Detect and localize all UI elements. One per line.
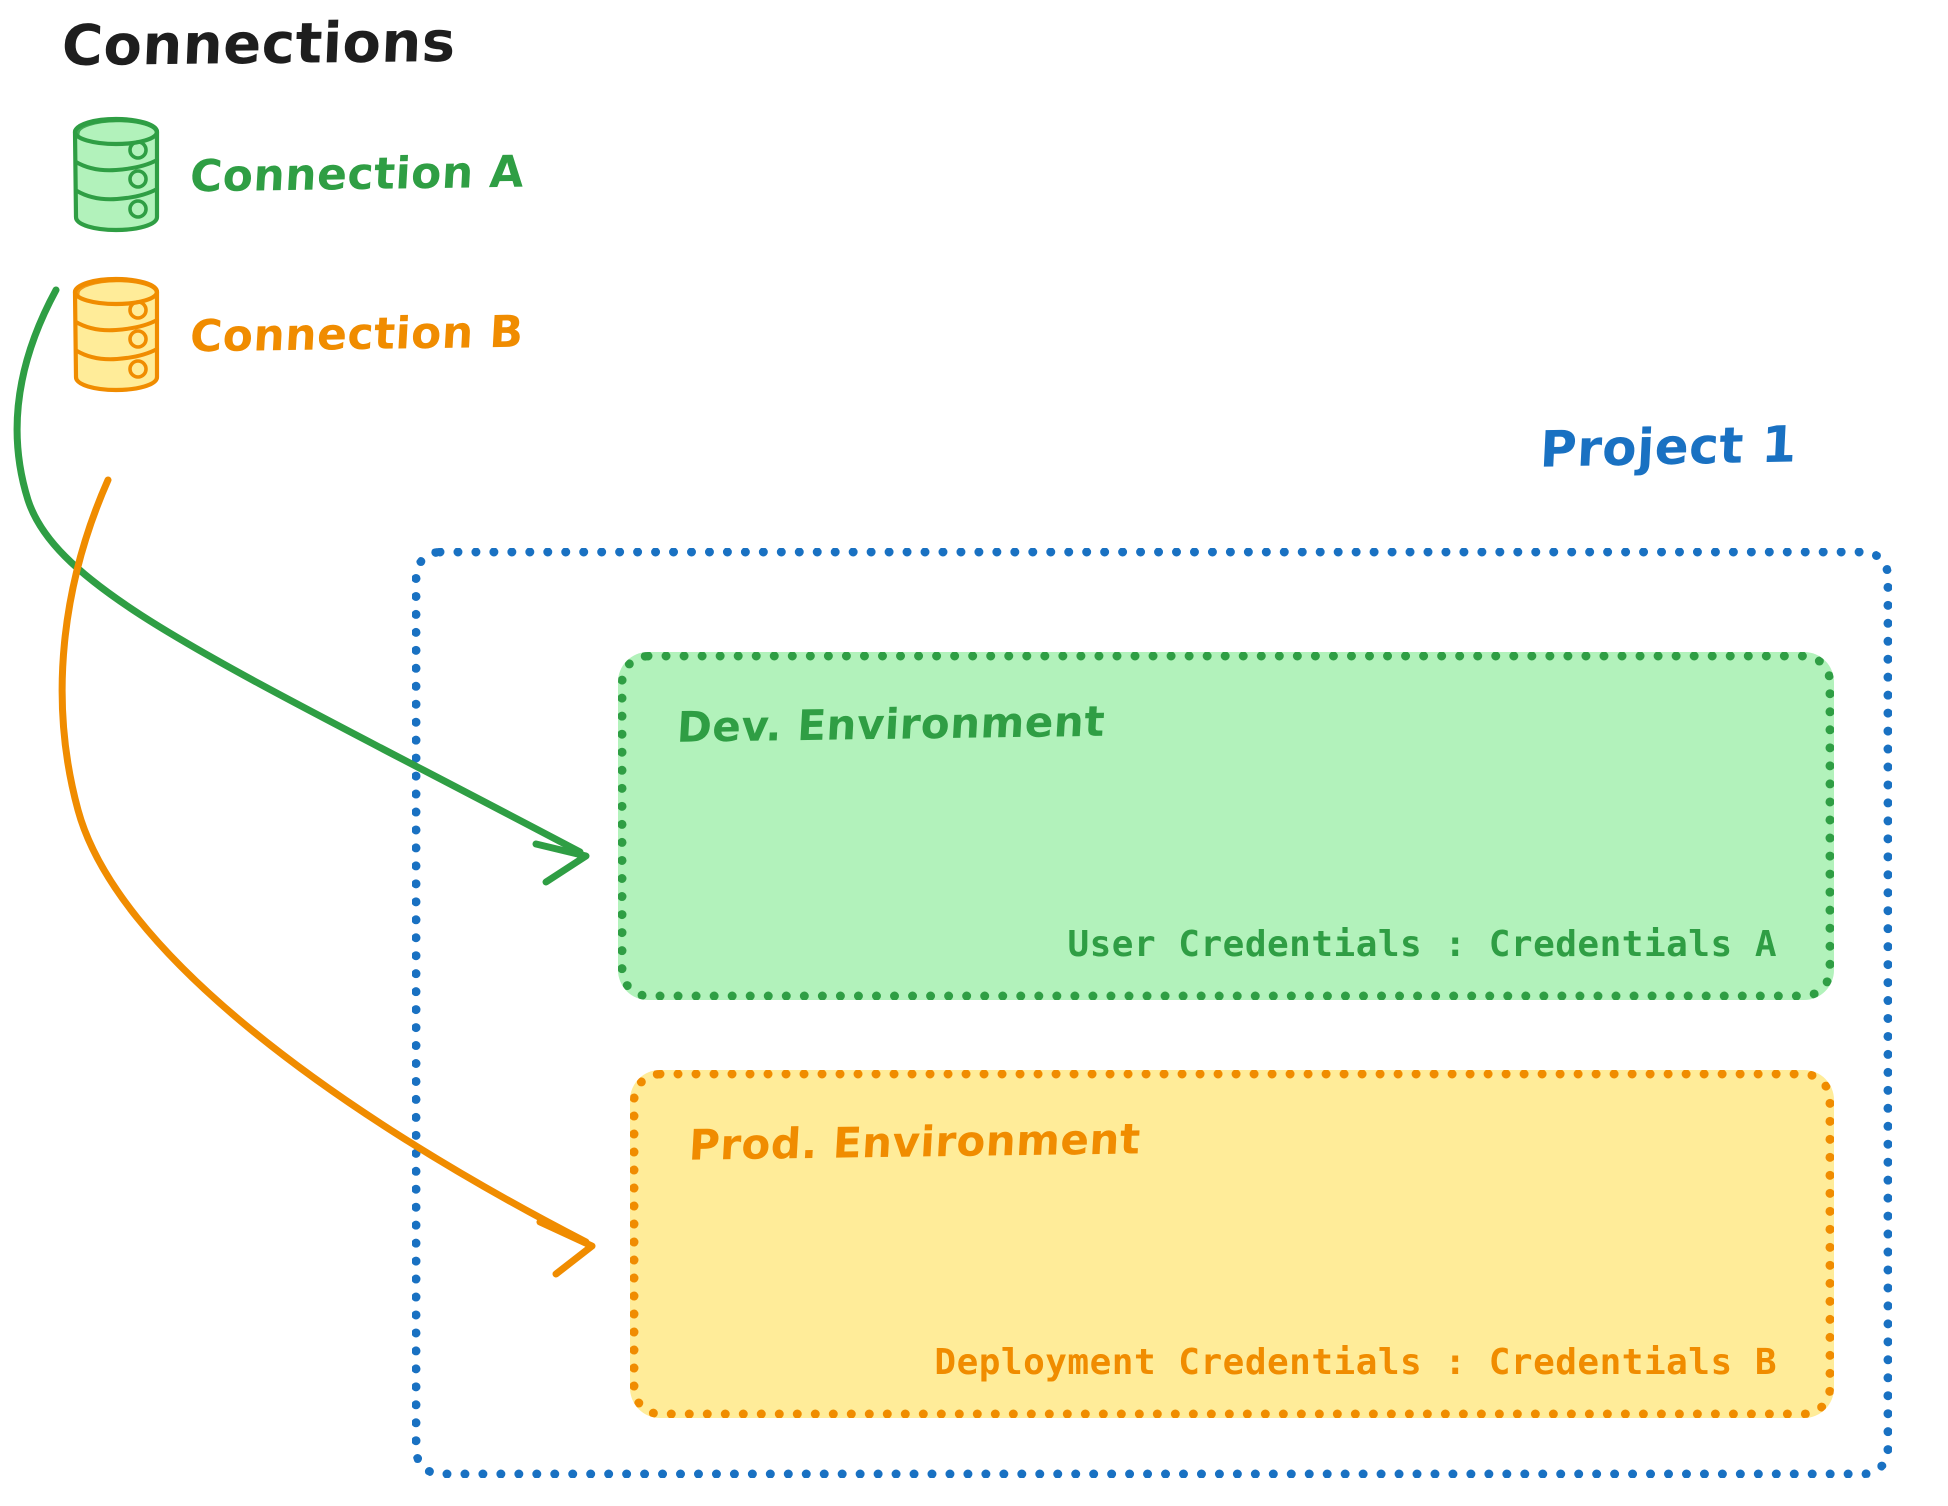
dev-environment-title: Dev. Environment xyxy=(675,696,1107,752)
dev-environment-credentials: User Credentials : Credentials A xyxy=(1067,924,1777,965)
prod-environment-credentials: Deployment Credentials : Credentials B xyxy=(934,1342,1777,1383)
connection-item-a[interactable]: Connection A xyxy=(68,112,526,237)
connections-heading: Connections xyxy=(60,9,458,80)
project-title: Project 1 xyxy=(1538,415,1799,479)
prod-environment-box[interactable]: Prod. Environment Deployment Credentials… xyxy=(630,1070,1834,1418)
dev-environment-box[interactable]: Dev. Environment User Credentials : Cred… xyxy=(618,652,1834,1000)
connection-a-label: Connection A xyxy=(188,146,526,203)
connection-b-label: Connection B xyxy=(188,306,526,363)
connection-item-b[interactable]: Connection B xyxy=(68,272,526,397)
database-cylinder-icon xyxy=(72,276,160,393)
database-cylinder-icon xyxy=(72,116,160,233)
prod-environment-title: Prod. Environment xyxy=(687,1114,1142,1170)
